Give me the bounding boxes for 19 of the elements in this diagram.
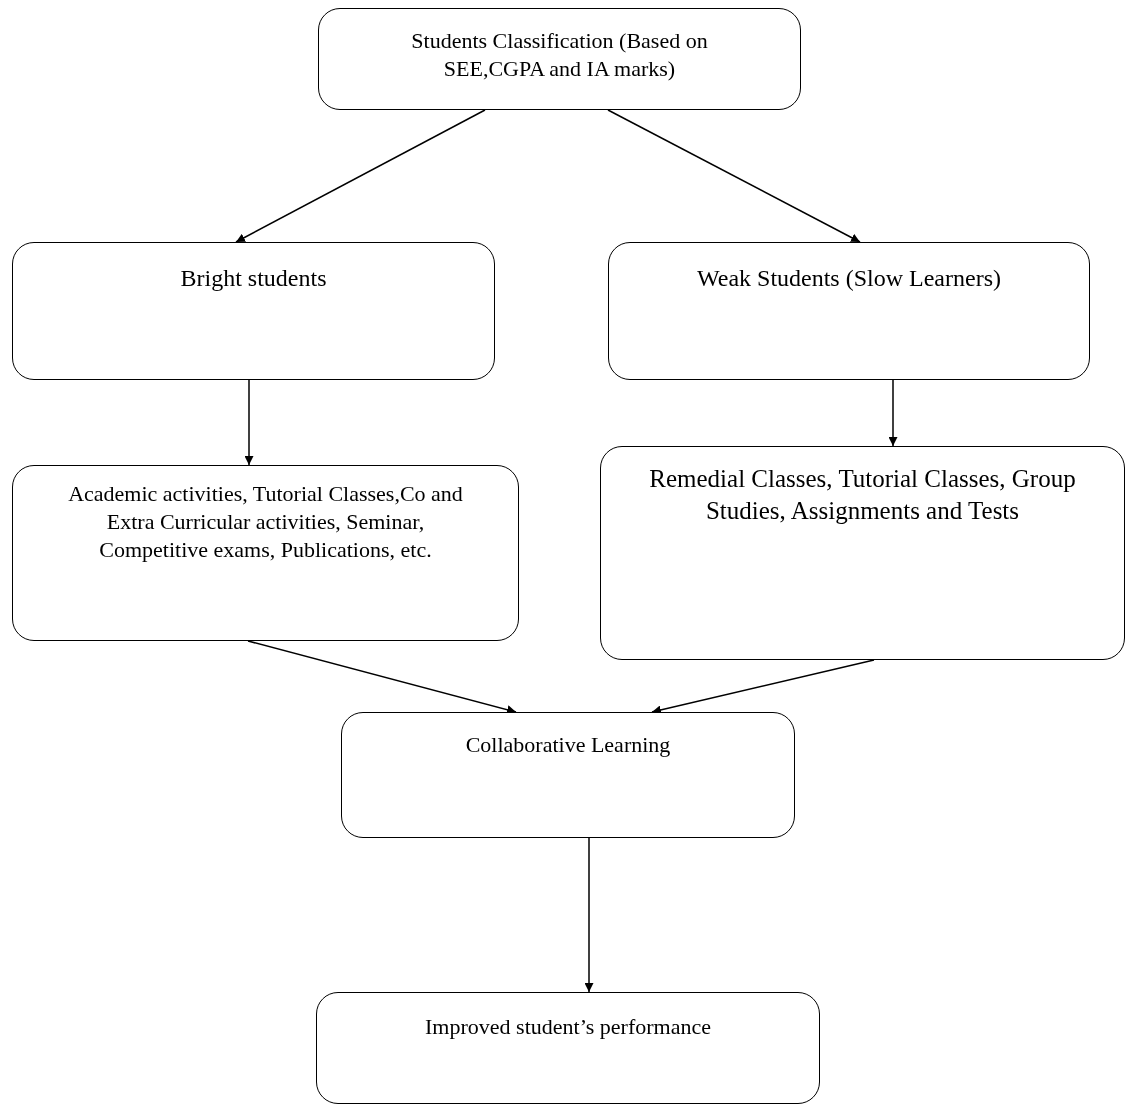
arrow — [244, 379, 254, 466]
process-box — [600, 446, 1125, 660]
box-text: Bright students — [179, 264, 328, 293]
process-box — [316, 992, 820, 1104]
box-text: Remedial Classes, Tutorial Classes, Group Studies, Assignments and Tests — [648, 464, 1077, 526]
process-box — [12, 465, 519, 641]
process-box — [341, 712, 795, 838]
process-box — [318, 8, 801, 110]
box-text: Students Classification (Based on SEE,CGPA and IA marks) — [410, 27, 709, 84]
box-text: Improved student’s performance — [424, 1013, 712, 1041]
process-box — [608, 242, 1090, 380]
arrow — [607, 109, 861, 243]
arrow — [888, 379, 898, 447]
arrow — [235, 109, 486, 243]
process-box — [12, 242, 495, 380]
box-text: Weak Students (Slow Learners) — [696, 264, 1002, 293]
box-text: Collaborative Learning — [464, 731, 672, 759]
box-text: Academic activities, Tutorial Classes,Co and Extra Curricular activities, Seminar, Competitive exams, Publications, etc. — [67, 480, 464, 565]
arrow — [584, 837, 594, 993]
